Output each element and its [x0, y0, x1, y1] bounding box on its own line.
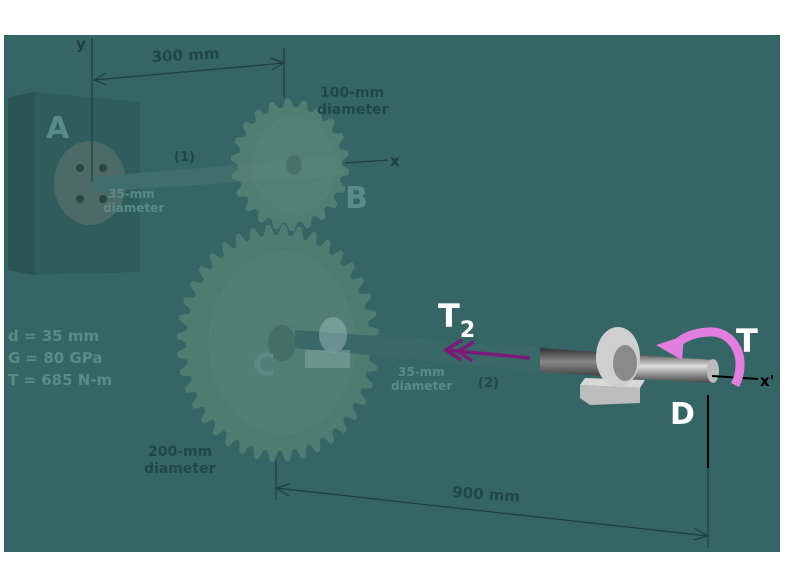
x-axis-line	[344, 159, 389, 164]
shaft-2-label: (2)	[478, 376, 499, 391]
t-label: T	[736, 322, 758, 360]
gear-c	[176, 224, 380, 462]
gear-b	[230, 98, 350, 232]
label-a: A	[46, 111, 70, 146]
gear-c-diameter-label: 200-mm	[148, 444, 212, 460]
given-shear-modulus: G = 80 GPa	[8, 349, 102, 367]
shaft-1-diameter-label-2: diameter	[103, 201, 164, 215]
t-torque-arrow	[656, 327, 745, 388]
t2-label: T2	[438, 297, 475, 343]
bearing-d	[580, 327, 645, 405]
dimension-300-label: 300 mm	[151, 44, 220, 66]
shaft-1-diameter-label: 35-mm	[108, 187, 155, 201]
y-axis-label: y	[76, 35, 86, 53]
given-torque: T = 685 N-m	[8, 371, 112, 389]
shaft-1-label: (1)	[174, 150, 195, 165]
fixed-support-a	[8, 92, 140, 275]
shaft-2-diameter-label-2: diameter	[391, 379, 452, 393]
x-axis-label: x	[390, 152, 400, 170]
shaft-2	[295, 330, 540, 372]
label-d: D	[670, 397, 695, 432]
x-prime-axis-label: x'	[760, 372, 774, 390]
gear-b-diameter-label: 100-mm	[320, 85, 384, 101]
gear-b-diameter-label-2: diameter	[317, 102, 389, 118]
t2-torque-arrow	[442, 338, 531, 363]
dimension-300	[92, 48, 286, 98]
bearing-c	[305, 317, 350, 368]
label-c: C	[253, 348, 275, 383]
gear-hub	[268, 324, 296, 362]
dimension-900-label: 900 mm	[452, 483, 521, 506]
label-b: B	[345, 181, 368, 216]
dimension-900	[274, 460, 710, 548]
shaft-2-diameter-label: 35-mm	[398, 365, 445, 379]
given-diameter: d = 35 mm	[8, 327, 99, 345]
gear-hub	[286, 155, 302, 175]
gear-c-diameter-label-2: diameter	[144, 461, 216, 477]
